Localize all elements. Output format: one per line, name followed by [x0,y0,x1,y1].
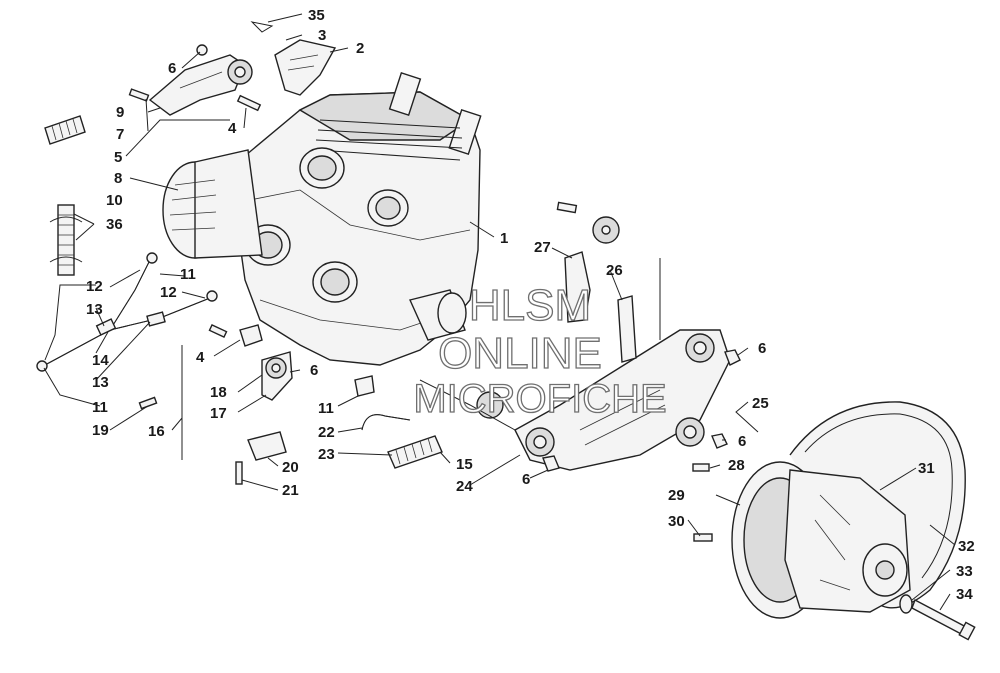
watermark-line-3: MICROFICHE [413,377,666,421]
callout-2: 2 [356,40,364,57]
watermark-line-2: ONLINE [438,329,602,378]
engine-block [237,71,482,366]
callout-5: 5 [114,149,122,166]
callout-4: 4 [196,349,205,366]
washer-top [592,216,620,244]
callout-6: 6 [758,340,766,357]
bolt-30 [693,533,713,542]
callout-11: 11 [180,266,196,283]
callout-6: 6 [738,433,746,450]
bolt-7 [128,88,150,102]
bolt-top-right [556,201,578,214]
callout-32: 32 [958,538,975,555]
callout-12: 12 [160,284,177,301]
callout-25: 25 [752,395,769,412]
lower-hose-parts [354,375,443,469]
callout-10: 10 [106,192,123,209]
callout-19: 19 [92,422,109,439]
drive-clutch [731,461,911,619]
shield-27 [564,251,591,323]
callout-16: 16 [148,423,165,440]
fuel-hoses [36,252,218,372]
callout-6: 6 [310,362,318,379]
bolt-top [236,94,262,112]
callout-12: 12 [86,278,103,295]
callout-15: 15 [456,456,473,473]
leader-lines [43,13,956,611]
callout-13: 13 [92,374,109,391]
callout-6: 6 [522,471,530,488]
callout-18: 18 [210,384,227,401]
washer-mid [476,391,504,419]
top-engine-bracket [148,44,253,116]
callout-17: 17 [210,405,227,422]
callout-33: 33 [956,563,973,580]
bracket-26 [617,295,637,363]
callout-29: 29 [668,487,685,504]
callout-11: 11 [318,400,334,417]
clutch-washer [899,594,913,614]
callout-26: 26 [606,262,623,279]
callout-8: 8 [114,170,122,187]
front-mount [235,324,293,485]
callout-28: 28 [728,457,745,474]
callout-4: 4 [228,120,237,137]
rear-mount-plate [514,329,731,471]
callout-31: 31 [918,460,935,477]
clutch-bolt [911,599,976,641]
handle-plate [274,39,337,96]
watermark: HLSM ONLINE MICROFICHE [413,280,668,421]
nuts-6 [542,349,741,472]
watermark-line-1: HLSM [469,281,591,330]
flywheel-cover [162,149,263,259]
callout-36: 36 [106,216,123,233]
callout-7: 7 [116,126,124,143]
callout-20: 20 [282,459,299,476]
callout-23: 23 [318,446,335,463]
callout-13: 13 [86,301,103,318]
callout-22: 22 [318,424,335,441]
hose-clamps [49,204,83,276]
callout-35: 35 [308,7,325,24]
callout-14: 14 [92,352,109,369]
callout-6: 6 [168,60,176,77]
spring-9 [44,115,86,145]
bolt-28 [692,463,710,472]
callout-24: 24 [456,478,473,495]
callout-9: 9 [116,104,124,121]
callout-labels: 35 3 2 6 9 7 4 5 8 10 36 1 27 26 11 12 1… [86,7,975,603]
callout-27: 27 [534,239,551,256]
callout-3: 3 [318,27,326,44]
callout-1: 1 [500,230,508,247]
cable-tie [250,21,274,33]
bolts-16-19 [138,323,228,410]
callout-11: 11 [92,399,108,416]
callout-30: 30 [668,513,685,530]
callout-34: 34 [956,586,973,603]
callout-21: 21 [282,482,299,499]
